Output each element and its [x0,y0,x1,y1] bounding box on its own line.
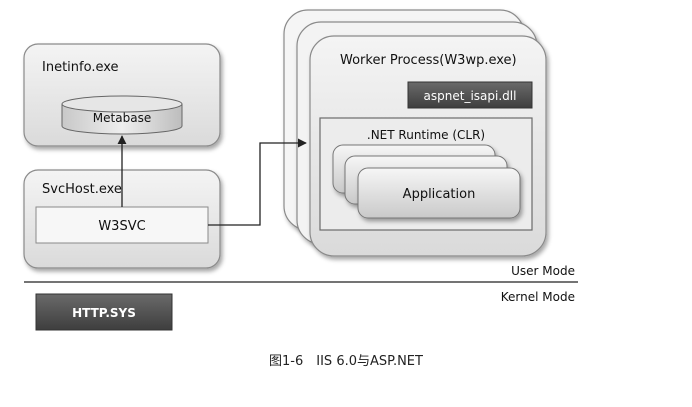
figure-caption: 图1-6 IIS 6.0与ASP.NET [269,354,423,369]
clr-title: .NET Runtime (CLR) [367,128,485,142]
svchost-title: SvcHost.exe [42,182,122,197]
user-mode-label: User Mode [511,264,575,278]
w3svc-box: W3SVC [35,206,209,244]
kernel-mode-label: Kernel Mode [501,290,575,304]
metabase-cylinder: Metabase [61,95,183,135]
worker-connector-arrow [208,138,307,226]
application-label: Application [403,187,476,202]
metabase-label: Metabase [93,111,151,125]
w3svc-label: W3SVC [98,219,145,234]
inetinfo-title: Inetinfo.exe [42,60,119,75]
isapi-label: aspnet_isapi.dll [424,89,517,103]
http-sys-box: HTTP.SYS [35,293,173,331]
worker-title: Worker Process(W3wp.exe) [340,53,517,68]
application-stack: Application [332,144,521,219]
application-box [357,167,521,219]
isapi-box: aspnet_isapi.dll [407,81,533,109]
http-sys-label: HTTP.SYS [72,306,136,320]
